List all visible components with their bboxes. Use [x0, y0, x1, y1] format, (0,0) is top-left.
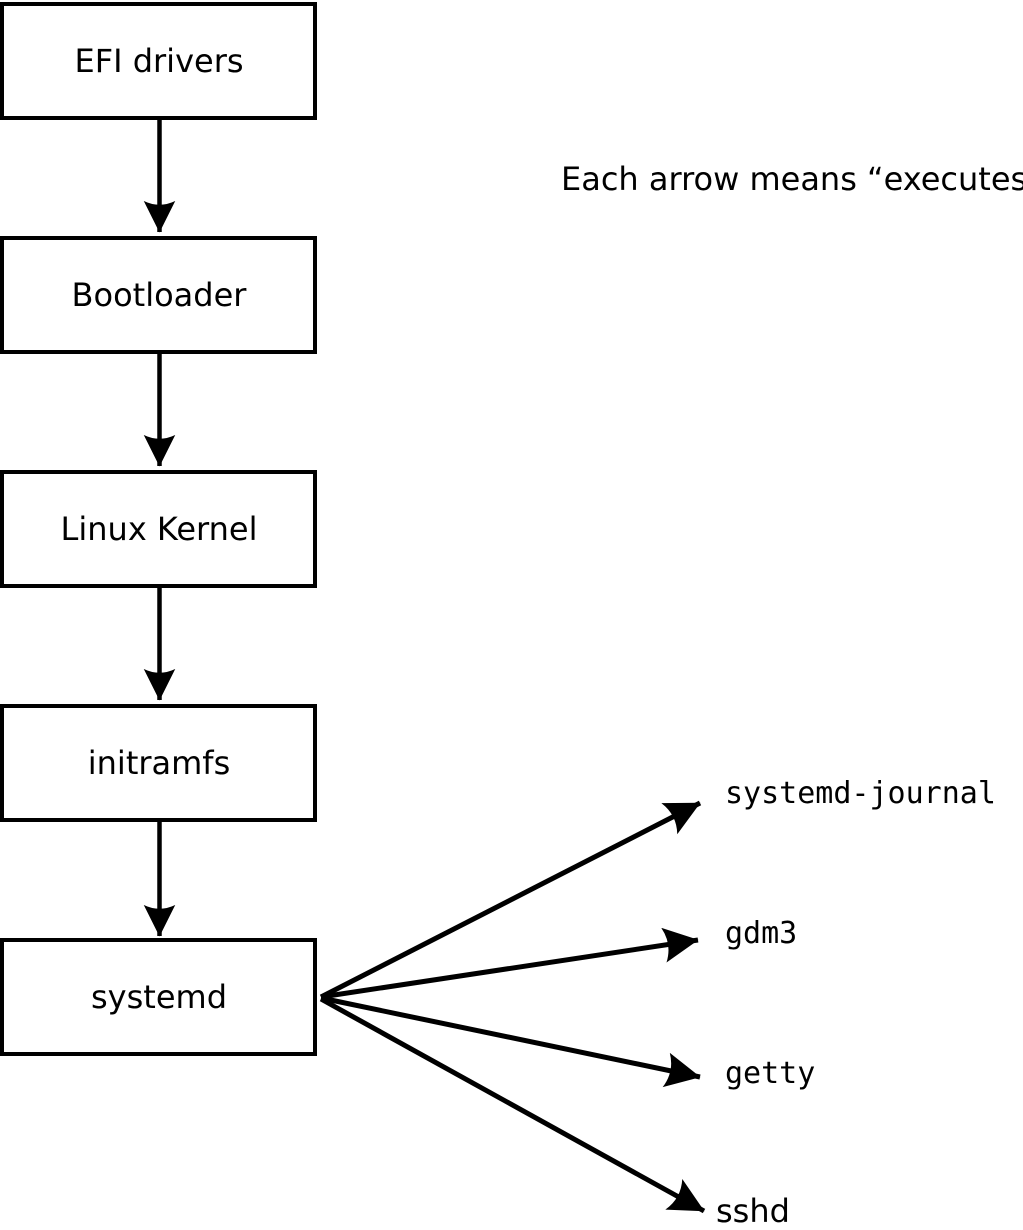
leaf-label-sshd: sshd	[716, 1192, 790, 1230]
flow-box-systemd-rect	[0, 938, 317, 1056]
arrow-systemd-to-gdm3	[320, 927, 699, 1000]
flow-box-bootloader-label: Bootloader	[72, 276, 248, 314]
flow-box-initramfs: initramfs	[0, 704, 317, 822]
arrow-systemd-to-sshd	[319, 996, 706, 1214]
flow-box-linux-kernel: Linux Kernel	[0, 470, 317, 588]
flow-box-linux-kernel-rect	[0, 470, 317, 588]
flow-box-efi-drivers: EFI drivers	[0, 2, 317, 120]
flow-box-bootloader: Bootloader	[0, 236, 317, 354]
leaf-label-systemd-journal: systemd-journal	[725, 776, 996, 811]
flow-box-systemd-label: systemd	[91, 978, 227, 1016]
diagram-caption: Each arrow means “executes”.	[561, 160, 1023, 198]
flow-box-systemd: systemd	[0, 938, 317, 1056]
flow-box-initramfs-rect	[0, 704, 317, 822]
leaf-label-getty: getty	[725, 1056, 815, 1091]
arrow-systemd-to-getty	[320, 995, 701, 1088]
arrow-systemd-to-systemd-journal	[319, 800, 702, 1000]
leaf-label-gdm3: gdm3	[725, 916, 797, 951]
flow-box-linux-kernel-label: Linux Kernel	[61, 510, 258, 548]
flow-box-initramfs-label: initramfs	[88, 744, 230, 782]
flow-box-bootloader-rect	[0, 236, 317, 354]
flow-box-efi-drivers-rect	[0, 2, 317, 120]
flow-box-efi-drivers-label: EFI drivers	[74, 42, 243, 80]
